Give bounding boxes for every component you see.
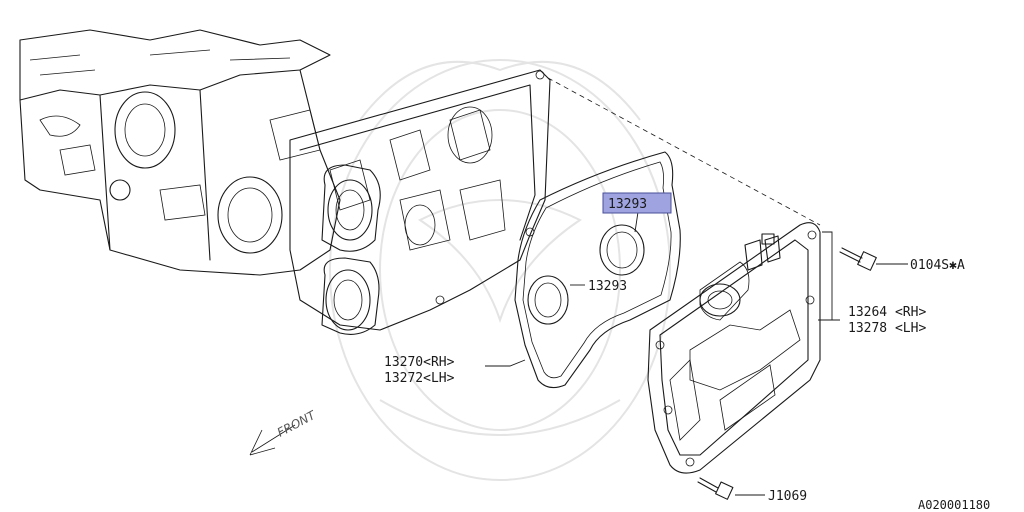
part-label-gasket-rh[interactable]: 13270<RH>	[384, 355, 455, 370]
alignment-line	[547, 77, 821, 226]
diagram-id: A020001180	[918, 498, 990, 512]
part-label-bolt-bottom[interactable]: J1069	[768, 489, 807, 504]
part-label-cover-lh[interactable]: 13278 <LH>	[848, 321, 926, 336]
valve-cover	[647, 222, 821, 474]
part-label-cover-rh[interactable]: 13264 <RH>	[848, 305, 926, 320]
highlighted-part-box	[602, 192, 672, 214]
front-label: FRONT	[275, 407, 319, 439]
part-label-bolt-top[interactable]: 0104S✱A	[910, 258, 965, 273]
watermark-emblem	[329, 59, 671, 481]
cover-gasket	[514, 151, 681, 389]
camshaft-caps	[321, 164, 381, 335]
bolt-top	[839, 247, 877, 271]
part-label-13293[interactable]: 13293	[588, 279, 627, 294]
part-label-13293-highlighted[interactable]: 13293	[608, 197, 647, 212]
engine-block	[19, 29, 341, 276]
part-label-gasket-lh[interactable]: 13272<LH>	[384, 371, 455, 386]
leader-lines	[485, 211, 908, 496]
bolt-bottom	[697, 477, 734, 500]
front-arrow-icon	[249, 424, 296, 456]
cylinder-head	[289, 69, 551, 331]
